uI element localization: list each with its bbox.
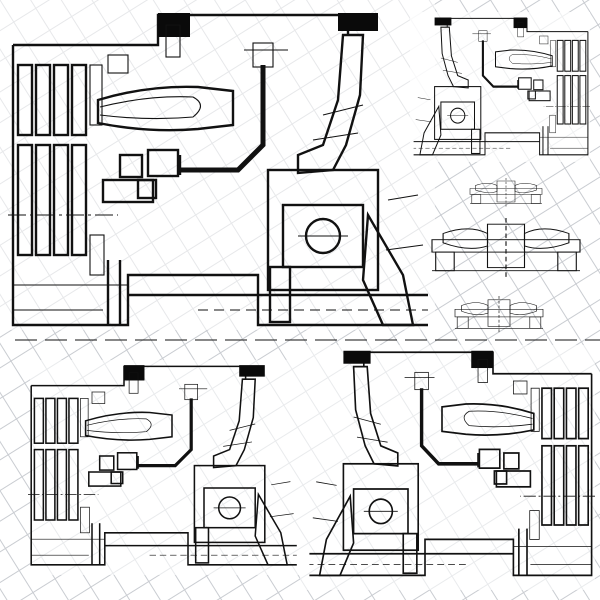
main-section-top-left bbox=[0, 0, 435, 330]
section-top-right bbox=[410, 12, 592, 162]
section-bottom-left bbox=[26, 360, 300, 575]
section-bottom-right bbox=[300, 345, 597, 590]
